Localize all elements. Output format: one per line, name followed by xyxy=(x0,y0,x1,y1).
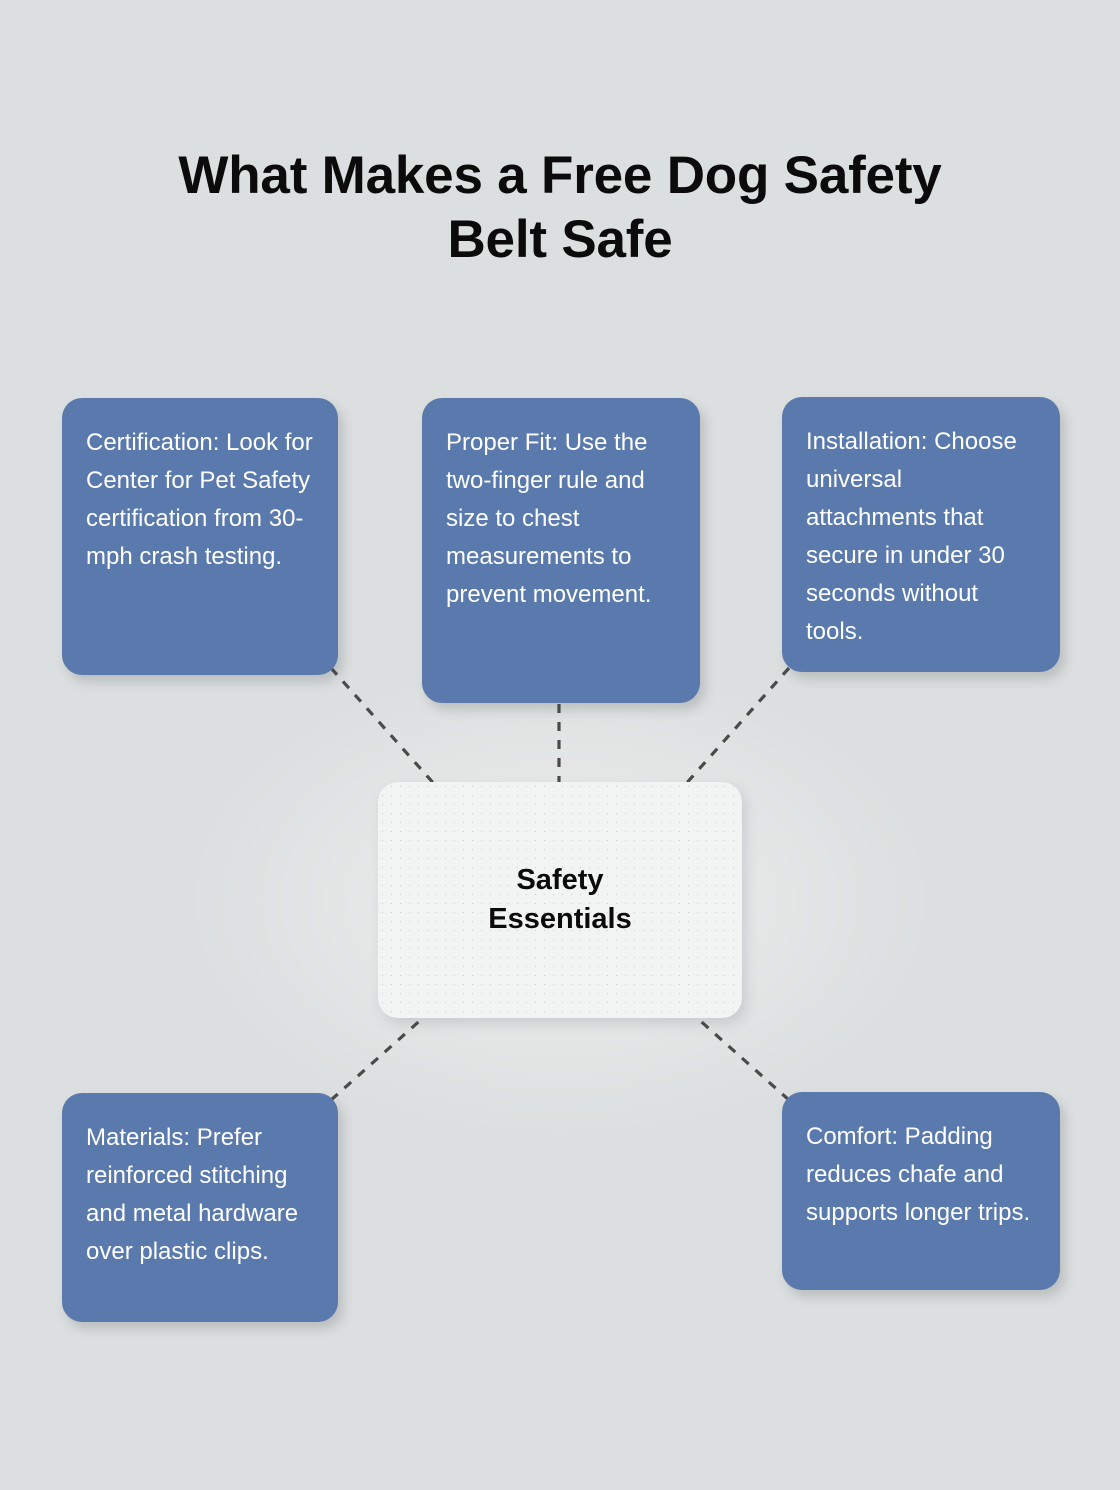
node-materials-text: Materials: Prefer reinforced stitching a… xyxy=(86,1124,299,1265)
node-certification[interactable]: Certification: Look for Center for Pet S… xyxy=(62,398,338,675)
page-title: What Makes a Free Dog Safety Belt Safe xyxy=(60,144,1060,273)
connector-materials-center xyxy=(329,1015,426,1102)
node-installation[interactable]: Installation: Choose universal attachmen… xyxy=(782,397,1060,672)
node-proper-fit-text: Proper Fit: Use the two-finger rule and … xyxy=(446,429,652,608)
node-comfort-text: Comfort: Padding reduces chafe and suppo… xyxy=(806,1123,1031,1226)
node-materials[interactable]: Materials: Prefer reinforced stitching a… xyxy=(62,1093,338,1322)
connector-certification-center xyxy=(329,666,438,788)
node-comfort[interactable]: Comfort: Padding reduces chafe and suppo… xyxy=(782,1092,1060,1290)
node-proper-fit[interactable]: Proper Fit: Use the two-finger rule and … xyxy=(422,398,700,703)
node-center-label-line-1: Safety xyxy=(516,863,604,896)
connector-comfort-center xyxy=(694,1015,791,1102)
node-installation-text: Installation: Choose universal attachmen… xyxy=(806,428,1017,645)
node-center-label: Safety Essentials xyxy=(488,861,631,940)
node-certification-text: Certification: Look for Center for Pet S… xyxy=(86,429,313,570)
node-center-label-line-2: Essentials xyxy=(488,903,632,935)
page-title-line-1: What Makes a Free Dog Safety xyxy=(178,145,942,205)
page-title-line-2: Belt Safe xyxy=(447,210,673,270)
node-center-safety-essentials[interactable]: Safety Essentials xyxy=(378,782,742,1018)
